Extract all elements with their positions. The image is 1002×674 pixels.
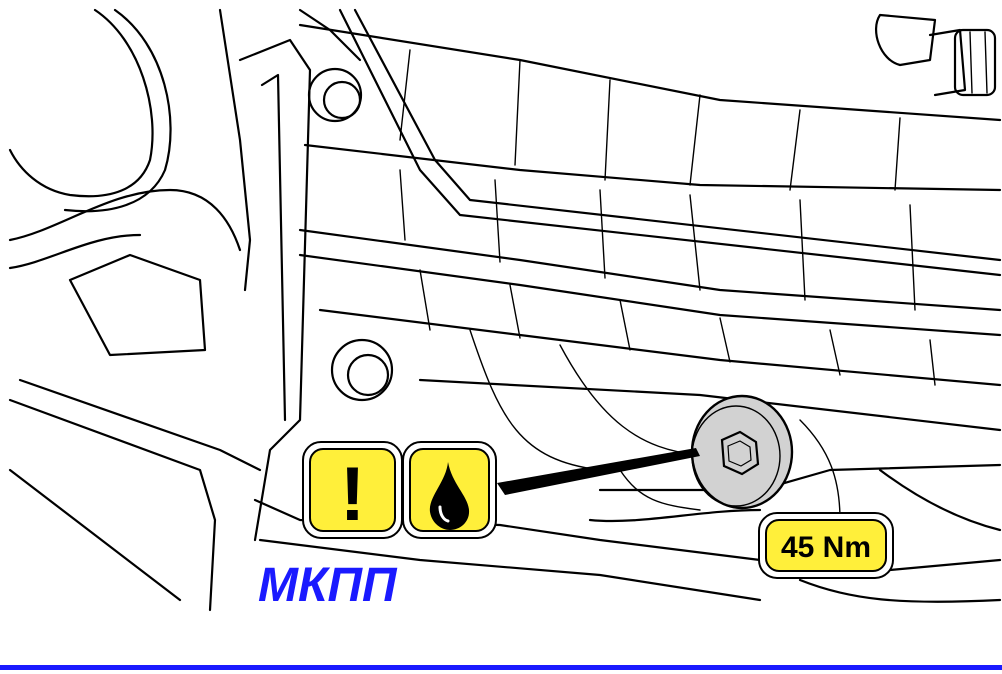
bottom-rule <box>0 665 1002 670</box>
ribbed-casing <box>298 8 1002 471</box>
drain-plug <box>690 394 794 510</box>
warning-icon: ! <box>340 452 365 537</box>
warning-symbol: ! <box>340 452 365 537</box>
breather-fitting <box>875 13 997 97</box>
hex-socket <box>720 430 760 476</box>
torque-badge: 45 Nm <box>758 512 894 579</box>
left-housing <box>8 8 262 612</box>
warning-badge: ! <box>302 441 403 539</box>
oil-drop-icon <box>429 462 470 530</box>
oil-badge <box>402 441 497 539</box>
pointer-arrow <box>497 448 700 495</box>
gearbox-label: МКПП <box>258 559 398 612</box>
lower-casing <box>253 419 1002 603</box>
housing-flange <box>238 8 394 542</box>
torque-value: 45 Nm <box>781 531 871 564</box>
